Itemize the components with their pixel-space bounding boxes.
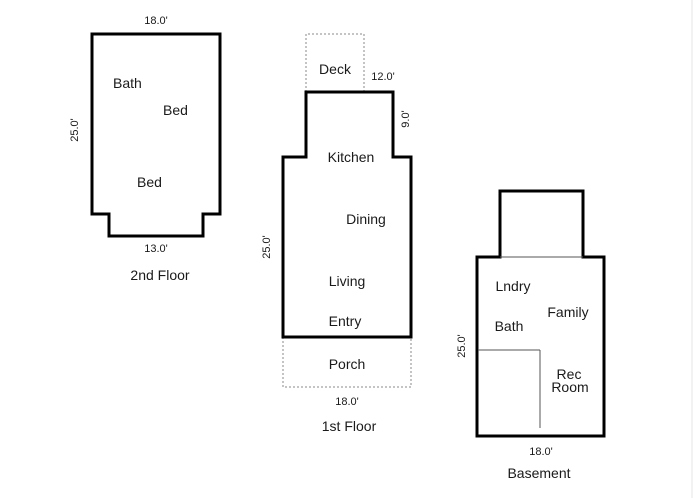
basement-outline	[475, 189, 606, 438]
deck-depth-dimension: 9.0'	[400, 110, 412, 127]
porch-outline	[282, 337, 412, 388]
room-label-porch: Porch	[329, 356, 366, 372]
basement-side-dimension: 25.0'	[456, 334, 468, 358]
room-label-dining: Dining	[346, 211, 386, 227]
second-floor-top-dimension: 18.0'	[144, 15, 168, 27]
first-floor-bottom-dimension: 18.0'	[335, 396, 359, 408]
room-label-room: Room	[551, 379, 588, 395]
floor-title-1st: 1st Floor	[322, 418, 377, 434]
basement-bottom-dimension: 18.0'	[529, 446, 553, 458]
floor-title-basement: Basement	[507, 465, 570, 481]
room-label-deck: Deck	[319, 61, 352, 77]
second-floor-bottom-dimension: 13.0'	[144, 243, 168, 255]
room-label-bed: Bed	[163, 102, 188, 118]
room-label-bath: Bath	[113, 75, 142, 91]
room-label-kitchen: Kitchen	[328, 149, 375, 165]
first-floor-side-dimension: 25.0'	[261, 235, 273, 259]
first-floor-plan: Deck 12.0' 9.0' 25.0' Kitchen Dining Liv…	[261, 33, 413, 434]
room-label-rec: Rec	[557, 366, 582, 382]
second-floor-side-dimension: 25.0'	[69, 118, 81, 142]
basement-plan: 25.0' Lndry Family Bath Rec Room 18.0' B…	[456, 189, 606, 481]
deck-width-dimension: 12.0'	[371, 71, 395, 83]
room-label-family: Family	[547, 304, 588, 320]
first-floor-outline	[281, 90, 413, 339]
room-label-living: Living	[329, 273, 366, 289]
second-floor-plan: 18.0' 25.0' 13.0' Bath Bed Bed 2nd Floor	[69, 15, 222, 283]
deck-outline	[305, 33, 365, 92]
room-label-lndry: Lndry	[495, 278, 530, 294]
room-label-bed: Bed	[137, 174, 162, 190]
room-label-bath: Bath	[495, 318, 524, 334]
room-label-entry: Entry	[329, 313, 362, 329]
second-floor-outline	[90, 32, 222, 238]
floor-title-2nd: 2nd Floor	[130, 267, 189, 283]
